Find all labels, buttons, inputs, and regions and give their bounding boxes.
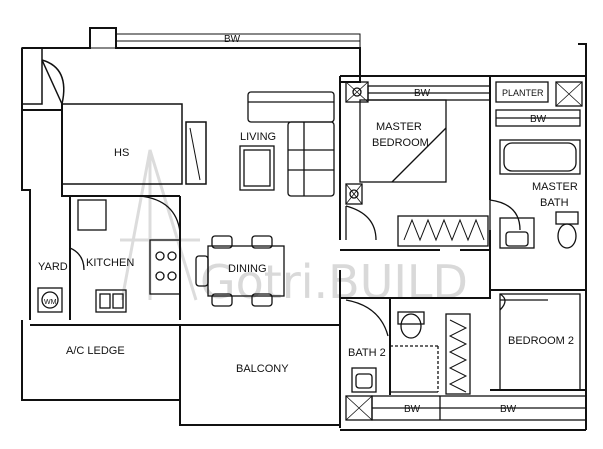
household-shelter <box>61 103 207 185</box>
label-master-bath-2: BATH <box>540 197 569 209</box>
master-bath <box>489 81 583 249</box>
label-bw-top: BW <box>224 34 241 45</box>
label-bedroom-2: BEDROOM 2 <box>508 335 574 347</box>
label-master-bedroom-2: BEDROOM <box>372 137 429 149</box>
watermark-text: Gotri.BUILD <box>200 255 468 309</box>
bedroom-2 <box>499 293 581 391</box>
label-bw-bath: BW <box>530 114 547 125</box>
label-bw-master: BW <box>414 88 431 99</box>
label-dining: DINING <box>228 263 267 275</box>
master-bedroom <box>345 81 491 247</box>
living-furniture <box>239 91 335 197</box>
label-balcony: BALCONY <box>236 363 289 375</box>
bath-2 <box>345 299 587 421</box>
label-bath-2: BATH 2 <box>348 347 386 359</box>
label-bw-bottom-left: BW <box>404 404 421 415</box>
label-yard: YARD <box>38 261 68 273</box>
label-living: LIVING <box>240 131 276 143</box>
label-master-bedroom-1: MASTER <box>376 121 422 133</box>
label-planter: PLANTER <box>502 88 544 98</box>
walls <box>21 27 587 431</box>
watermark-logo <box>120 149 200 301</box>
label-ac-ledge: A/C LEDGE <box>66 345 125 357</box>
label-bw-bottom-right: BW <box>500 404 517 415</box>
dining-table <box>195 235 285 307</box>
label-kitchen: KITCHEN <box>86 257 134 269</box>
kitchen <box>37 195 181 320</box>
entry-corridor <box>21 47 65 105</box>
label-master-bath-1: MASTER <box>532 181 578 193</box>
watermark: Gotri.BUILD <box>120 149 468 309</box>
label-hs: HS <box>114 147 129 159</box>
bay-window-top <box>89 27 361 49</box>
label-wm: WM <box>44 299 57 306</box>
